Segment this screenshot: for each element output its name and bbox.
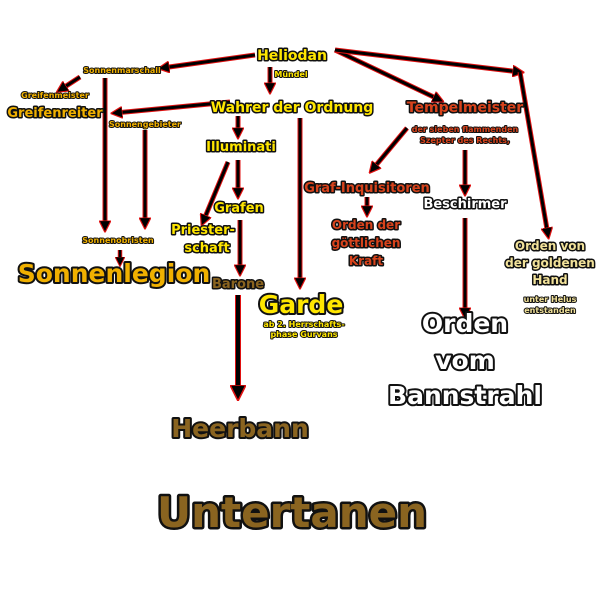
node-muendel: Mündel: [274, 70, 308, 79]
node-heerbann: Heerbann: [171, 414, 309, 443]
node-tempelmeister: Tempelmeister: [407, 100, 523, 116]
node-greifenmeister: Greifenmeister: [21, 91, 89, 100]
node-graf-inquisitoren: Graf-Inquisitoren: [304, 181, 430, 196]
node-barone: Barone: [212, 277, 264, 292]
node-sonnenobristen: Sonnenobristen: [82, 236, 154, 245]
node-sonnenlegion: Sonnenlegion: [18, 259, 211, 288]
node-untertanen: Untertanen: [157, 488, 427, 537]
node-orden-kraft-3: Kraft: [349, 254, 384, 268]
node-orden-kraft-2: göttlichen: [332, 236, 401, 250]
arrow: [203, 161, 230, 222]
node-tempelmeister-sub1: der sieben flammenden: [412, 125, 519, 134]
node-goldene-hand-3: Hand: [532, 273, 567, 287]
arrow: [162, 53, 256, 68]
node-garde-sub1: ab 2. Herrschafts-: [263, 320, 344, 329]
node-bannstrahl-3: Bannstrahl: [388, 381, 542, 410]
node-sonnenmarschall: Sonnenmarschall: [83, 66, 161, 75]
node-goldene-hand-sub2: entstanden: [524, 306, 576, 315]
node-garde-sub2: phase Gurvans: [270, 330, 337, 339]
node-wahrer-der-ordnung: Wahrer der Ordnung: [211, 100, 374, 116]
node-illuminati: Illuminati: [206, 140, 276, 155]
node-bannstrahl-1: Orden: [422, 309, 508, 338]
arrow: [60, 75, 81, 90]
node-greifenreiter: Greifenreiter: [7, 106, 103, 121]
node-grafen: Grafen: [214, 201, 264, 216]
arrow: [334, 48, 440, 100]
node-bannstrahl-2: vom: [435, 346, 495, 375]
arrow: [115, 100, 231, 113]
node-goldene-hand-sub1: unter Helus: [524, 295, 577, 304]
node-tempelmeister-sub2: Szepter des Rechts,: [420, 136, 510, 145]
node-goldene-hand-1: Orden von: [515, 239, 585, 253]
node-goldene-hand-2: der goldenen: [505, 256, 595, 270]
node-orden-kraft-1: Orden der: [332, 218, 400, 232]
node-sonnengebieter: Sonnengebieter: [109, 120, 181, 129]
arrow: [334, 48, 520, 72]
node-priester-2: schaft: [184, 241, 229, 256]
node-priester-1: Priester-: [171, 223, 235, 238]
arrows-layer: [60, 47, 548, 395]
node-beschirmer: Beschirmer: [423, 197, 507, 212]
node-heliodan: Heliodan: [257, 48, 327, 64]
arrow: [518, 71, 548, 235]
arrow: [372, 127, 409, 170]
node-garde: Garde: [259, 290, 344, 319]
